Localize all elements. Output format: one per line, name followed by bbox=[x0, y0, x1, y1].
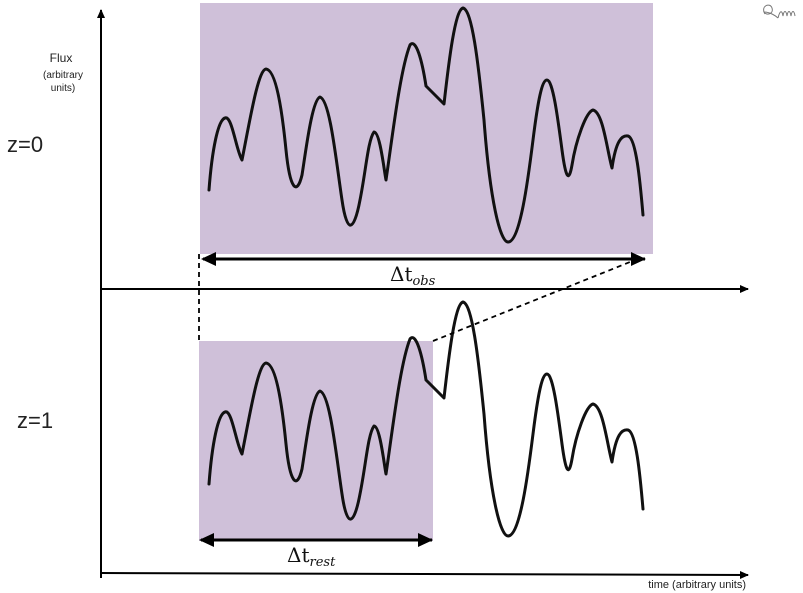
redshift-label-z1: z=1 bbox=[17, 408, 53, 433]
y-axis-sublabel-1: (arbitrary bbox=[43, 70, 83, 81]
rest-window-shade bbox=[199, 341, 433, 541]
dashed-connector-right bbox=[432, 257, 641, 342]
x-axis-label: time (arbitrary units) bbox=[648, 579, 746, 591]
light-curve-z1 bbox=[207, 300, 645, 538]
delta-t-obs-label: Δtobs bbox=[390, 262, 436, 289]
y-axis-sublabel-2: units) bbox=[51, 83, 75, 94]
delta-t-rest-label: Δtrest bbox=[287, 543, 336, 570]
redshift-label-z0: z=0 bbox=[7, 132, 43, 157]
y-axis-label: Flux bbox=[50, 51, 73, 65]
x-axis-lower bbox=[100, 570, 749, 579]
obs-window-shade bbox=[200, 3, 653, 254]
light-curve-z0 bbox=[207, 6, 645, 244]
light-curve-z1-group bbox=[207, 300, 645, 538]
signature-mark bbox=[763, 4, 796, 19]
